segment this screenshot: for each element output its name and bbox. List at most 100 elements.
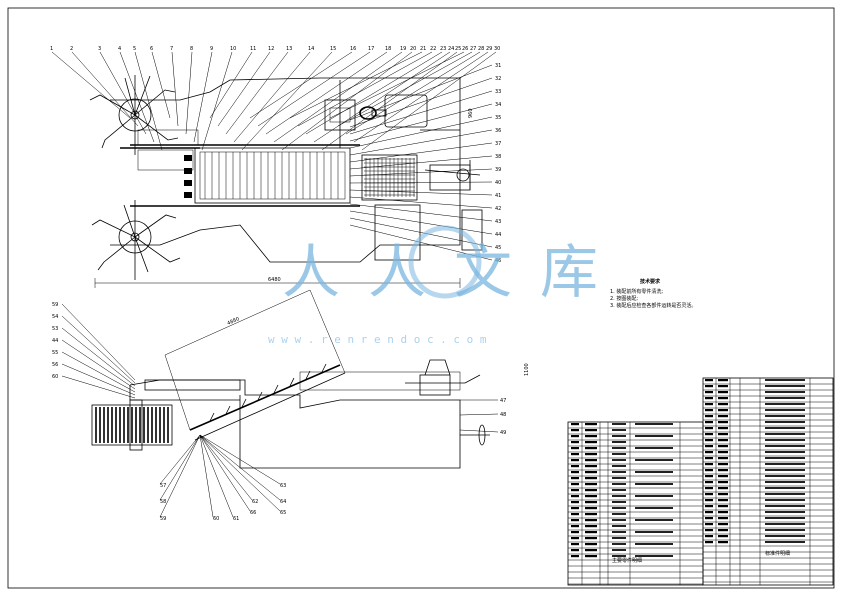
table-cell-mark bbox=[705, 397, 713, 400]
part-balloon: 45 bbox=[495, 245, 501, 251]
conveyor-flight bbox=[257, 391, 263, 401]
leader-line bbox=[345, 51, 481, 135]
left-table-caption: 主要零件明细 bbox=[612, 557, 642, 564]
part-balloon: 25 bbox=[455, 46, 461, 52]
leader-line bbox=[349, 210, 493, 235]
leader-line bbox=[217, 51, 271, 127]
side-view: 4880 1100 bbox=[91, 289, 530, 469]
table-cell-mark bbox=[705, 481, 713, 484]
leader-line bbox=[353, 51, 489, 143]
technical-notes: 技术要求 1. 装配前所有零件清洗; 2. 按图装配; 3. 装配后应检查各部件… bbox=[610, 278, 696, 309]
part-balloon: 59 bbox=[160, 516, 166, 522]
table-cell-mark bbox=[705, 427, 713, 430]
table-cell-mark bbox=[718, 463, 728, 466]
part-balloon: 32 bbox=[495, 76, 501, 82]
table-cell-mark bbox=[585, 429, 597, 432]
table-cell-mark bbox=[705, 517, 713, 520]
table-cell-mark bbox=[705, 523, 713, 526]
part-balloon: 20 bbox=[410, 46, 416, 52]
part-balloon: 33 bbox=[495, 89, 501, 95]
parts-list-right: 标准件明细 bbox=[702, 377, 834, 586]
leader-line bbox=[297, 51, 433, 127]
leader-line bbox=[349, 224, 493, 261]
table-cell-mark bbox=[571, 459, 579, 462]
table-cell-mark bbox=[705, 451, 713, 454]
table-cell-mark bbox=[612, 447, 626, 449]
table-cell-mark bbox=[635, 519, 673, 521]
table-cell-mark bbox=[705, 487, 713, 490]
table-cell-mark bbox=[705, 463, 713, 466]
table-cell-mark bbox=[571, 483, 579, 486]
table-cell-mark bbox=[705, 469, 713, 472]
table-cell-mark bbox=[705, 421, 713, 424]
leader-line bbox=[459, 413, 499, 416]
table-cell-mark bbox=[571, 447, 579, 450]
part-balloon: 59 bbox=[52, 302, 58, 308]
table-cell-mark bbox=[571, 549, 579, 552]
table-cell-mark bbox=[705, 505, 713, 508]
part-balloon: 49 bbox=[500, 430, 506, 436]
part-balloon: 47 bbox=[500, 398, 506, 404]
part-balloon: 7 bbox=[170, 46, 173, 52]
table-cell-mark bbox=[571, 543, 579, 546]
part-balloon: 54 bbox=[52, 314, 58, 320]
table-cell-mark bbox=[718, 475, 728, 478]
table-cell-mark bbox=[705, 457, 713, 460]
table-cell-mark bbox=[765, 445, 805, 447]
table-cell-mark bbox=[705, 493, 713, 496]
table-cell-mark bbox=[718, 535, 728, 538]
table-cell-mark bbox=[718, 457, 728, 460]
part-balloon: 22 bbox=[430, 46, 436, 52]
table-cell-mark bbox=[571, 501, 579, 504]
table-cell-mark bbox=[765, 487, 805, 489]
conveyor-body bbox=[194, 147, 351, 204]
table-cell-mark bbox=[585, 537, 597, 540]
leader-line bbox=[349, 103, 493, 142]
part-balloon: 30 bbox=[494, 46, 500, 52]
table-cell-mark bbox=[718, 517, 728, 520]
watermark: 人人文库 w w w . r e n r e n d o c . c o m bbox=[268, 225, 598, 346]
table-cell-mark bbox=[571, 465, 579, 468]
table-cell-mark bbox=[718, 379, 728, 382]
table-cell-mark bbox=[635, 423, 673, 425]
table-cell-mark bbox=[585, 459, 597, 462]
table-cell-mark bbox=[585, 435, 597, 438]
conveyor-flight bbox=[209, 412, 215, 422]
leader-line bbox=[209, 51, 253, 119]
table-cell-mark bbox=[765, 517, 805, 519]
operator-station bbox=[405, 359, 481, 396]
parts-list-left: 主要零件明细 bbox=[567, 421, 704, 586]
leader-line bbox=[199, 434, 281, 512]
leader-line bbox=[249, 51, 353, 119]
part-balloon: 19 bbox=[400, 46, 406, 52]
note-item-3: 3. 装配后应检查各部件运转是否灵活。 bbox=[610, 302, 696, 309]
table-cell-mark bbox=[585, 549, 597, 552]
table-cell-mark bbox=[765, 457, 805, 459]
table-cell-mark bbox=[718, 397, 728, 400]
leader-line bbox=[281, 51, 413, 151]
table-cell-mark bbox=[612, 453, 626, 455]
leader-line bbox=[349, 181, 493, 184]
right-table-caption: 标准件明细 bbox=[765, 550, 790, 557]
table-cell-mark bbox=[718, 469, 728, 472]
part-balloon: 9 bbox=[210, 46, 213, 52]
table-cell-mark bbox=[571, 441, 579, 444]
table-cell-mark bbox=[718, 421, 728, 424]
table-cell-mark bbox=[571, 531, 579, 534]
part-balloon: 35 bbox=[495, 115, 501, 121]
part-balloon: 21 bbox=[420, 46, 426, 52]
leader-line bbox=[349, 77, 493, 128]
leader-line bbox=[99, 51, 147, 135]
table-cell-mark bbox=[612, 435, 626, 437]
table-cell-mark bbox=[585, 507, 597, 510]
part-balloon: 14 bbox=[308, 46, 314, 52]
part-balloon: 16 bbox=[350, 46, 356, 52]
sheet-border bbox=[7, 7, 835, 589]
table-cell-mark bbox=[765, 523, 805, 525]
part-balloon: 57 bbox=[160, 483, 166, 489]
table-cell-mark bbox=[718, 385, 728, 388]
table-cell-mark bbox=[571, 555, 579, 558]
leader-line bbox=[349, 64, 493, 121]
table-cell-mark bbox=[612, 543, 626, 545]
